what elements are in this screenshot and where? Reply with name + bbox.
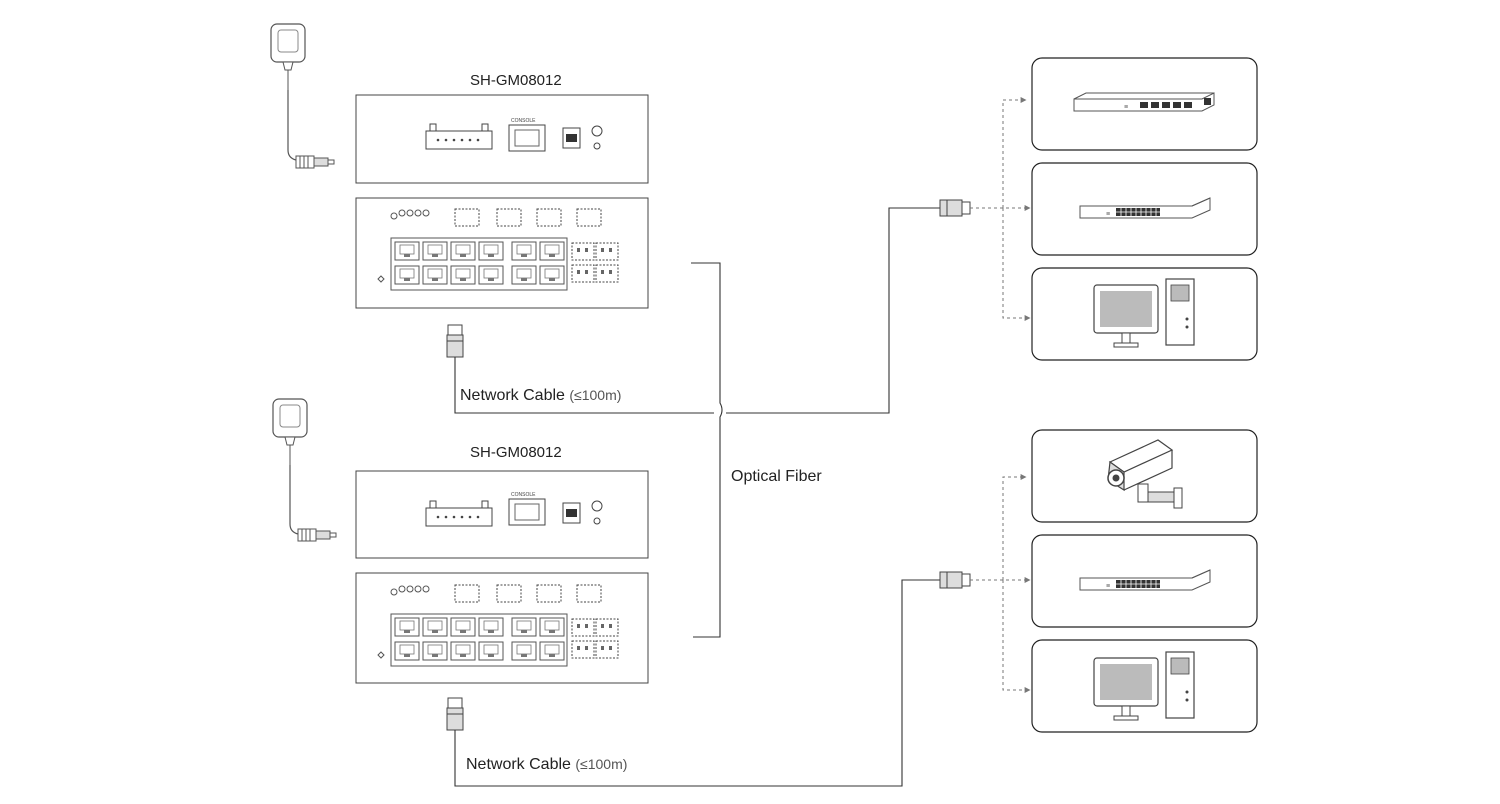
- endpoint-group-1: [1031, 57, 1258, 361]
- reset-button-icon: [377, 651, 385, 659]
- switch-top-panel: [355, 470, 649, 559]
- distribution-lines-bottom: [970, 474, 1031, 693]
- terminal-block-icon: [425, 500, 493, 527]
- switch-unit-2: CONSOLE: [272, 398, 649, 731]
- console-port-icon: CONSOLE: [508, 492, 546, 526]
- network-cable-text: Network Cable: [460, 387, 565, 404]
- reset-button-icon: [377, 275, 385, 283]
- ethernet-connector-icon: [939, 571, 971, 589]
- svg-text:CONSOLE: CONSOLE: [511, 118, 536, 124]
- ethernet-connector-icon: [446, 324, 464, 358]
- network-cable-range: (≤100m): [575, 756, 628, 772]
- network-cable-line-top: [454, 207, 940, 414]
- network-cable-label-top: Network Cable (≤100m): [460, 387, 621, 405]
- optical-fiber-label: Optical Fiber: [731, 468, 822, 485]
- dip-switch-icon: [562, 127, 581, 149]
- led-indicators: [390, 585, 430, 596]
- led-indicators: [390, 209, 430, 220]
- switch-model-label: SH-GM08012: [470, 72, 562, 89]
- endpoint-group-2: [1031, 429, 1258, 733]
- network-cable-text: Network Cable: [466, 756, 571, 773]
- ethernet-connector-icon: [446, 697, 464, 731]
- optical-fiber-line: [691, 262, 723, 638]
- network-cable-line-bottom: [454, 579, 940, 787]
- ground-screw-icon: [591, 125, 603, 150]
- device-box-camera: [1031, 429, 1258, 523]
- terminal-block-icon: [425, 123, 493, 150]
- network-cable-label-bottom: Network Cable (≤100m): [466, 756, 627, 774]
- distribution-lines-top: [970, 97, 1031, 321]
- ethernet-connector-icon: [939, 199, 971, 217]
- power-adapter-icon: [270, 23, 335, 169]
- switch-unit-1: CONSOLE: [270, 23, 649, 358]
- ground-screw-icon: [591, 500, 603, 525]
- power-adapter-icon: [272, 398, 337, 542]
- rj45-port-grid: [390, 613, 568, 667]
- rj45-port-grid: [390, 237, 568, 291]
- switch-model-label: SH-GM08012: [470, 444, 562, 461]
- svg-text:CONSOLE: CONSOLE: [511, 492, 536, 498]
- console-port-icon: CONSOLE: [508, 118, 546, 152]
- network-cable-range: (≤100m): [569, 387, 622, 403]
- switch-top-panel: [355, 94, 649, 184]
- dip-switch-icon: [562, 502, 581, 524]
